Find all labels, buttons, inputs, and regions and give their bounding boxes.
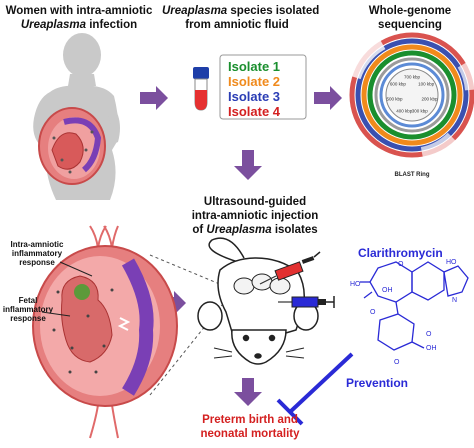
red-syringe-icon [259, 251, 321, 285]
intra-amniotic-line3: response [19, 258, 55, 267]
svg-text:O: O [394, 359, 400, 366]
svg-text:HO: HO [446, 259, 457, 266]
blast-ring-caption: BLAST Ring [395, 172, 430, 178]
ring-tick-label: 700 kbp [404, 75, 421, 80]
species-panel-title: Ureaplasma species isolated from amnioti… [162, 4, 319, 32]
arrow-mouse-to-outcome [234, 378, 262, 406]
isolate-label-3: Isolate 3 [228, 89, 280, 104]
fetus-uterus-illustration [32, 225, 178, 439]
prevention-label: Prevention [346, 376, 409, 390]
arrow-woman-to-species [140, 86, 168, 110]
isolate-label-4: Isolate 4 [228, 104, 281, 119]
fetal-line2: inflammatory [2, 305, 54, 314]
sequencing-panel-title: Whole-genome sequencing [350, 4, 470, 32]
women-title-rest: infection [86, 19, 138, 31]
species-title-line2: from amniotic fluid [185, 19, 289, 31]
species-title-rest: species isolated [227, 5, 320, 17]
intra-amniotic-response-label: Intra-amniotic inflammatory response [2, 240, 72, 267]
species-title-genus: Ureaplasma [162, 5, 228, 17]
ring-tick-label: 300 kbp [412, 109, 429, 114]
injection-title-line2: intra-amniotic injection [191, 210, 319, 222]
outcome-label: Preterm birth and neonatal mortality [170, 413, 330, 441]
ring-tick-label: 200 kbp [421, 97, 438, 102]
intra-amniotic-line1: Intra-amniotic [10, 240, 64, 249]
drug-name: Clarithromycin [358, 246, 443, 260]
injection-panel-title: Ultrasound-guided intra-amniotic injecti… [175, 195, 335, 237]
injection-title-rest: isolates [271, 224, 318, 236]
injection-title-prefix: of [192, 224, 207, 236]
outcome-line2: neonatal mortality [200, 428, 300, 440]
ring-tick-label: 400 kbp [396, 109, 413, 114]
arrow-species-to-injection [234, 150, 262, 180]
svg-text:N: N [452, 297, 457, 304]
svg-text:HO: HO [350, 281, 361, 288]
isolate-label-2: Isolate 2 [228, 74, 280, 89]
ring-tick-label: 500 kbp [386, 97, 403, 102]
women-title-genus: Ureaplasma [20, 19, 87, 31]
isolate-label-1: Isolate 1 [228, 59, 280, 74]
blue-syringe-icon [278, 296, 335, 308]
injection-title-line1: Ultrasound-guided [203, 196, 307, 208]
arrow-species-to-sequencing [314, 86, 342, 110]
women-panel-title: Women with intra-amniotic Ureaplasma inf… [4, 4, 154, 32]
svg-text:O: O [370, 309, 376, 316]
svg-text:OH: OH [426, 345, 437, 352]
woman-uterus [38, 107, 106, 185]
svg-text:O: O [426, 331, 432, 338]
sequencing-title-line1: Whole-genome [368, 5, 452, 17]
outcome-line1: Preterm birth and [202, 414, 298, 426]
fetal-line1: Fetal [18, 296, 38, 305]
svg-text:OH: OH [382, 287, 393, 294]
label-pointers [41, 261, 93, 317]
ring-tick-label: 100 kbp [418, 81, 435, 86]
fetal-response-label: Fetal inflammatory response [0, 296, 56, 323]
women-title-line1: Women with intra-amniotic [5, 5, 153, 17]
fetal-line3: response [10, 314, 46, 323]
injection-title-genus: Ureaplasma [206, 224, 272, 236]
ring-tick-label: 600 kbp [390, 81, 407, 86]
sequencing-title-line2: sequencing [378, 19, 442, 31]
isolates-box [219, 54, 307, 120]
test-tube-icon [193, 67, 209, 111]
svg-text:O: O [398, 261, 404, 268]
prevention-inhibition-line [276, 352, 354, 426]
intra-amniotic-line2: inflammatory [11, 249, 63, 258]
clarithromycin-structure: HO OH O HO N O O OH O [350, 259, 469, 366]
